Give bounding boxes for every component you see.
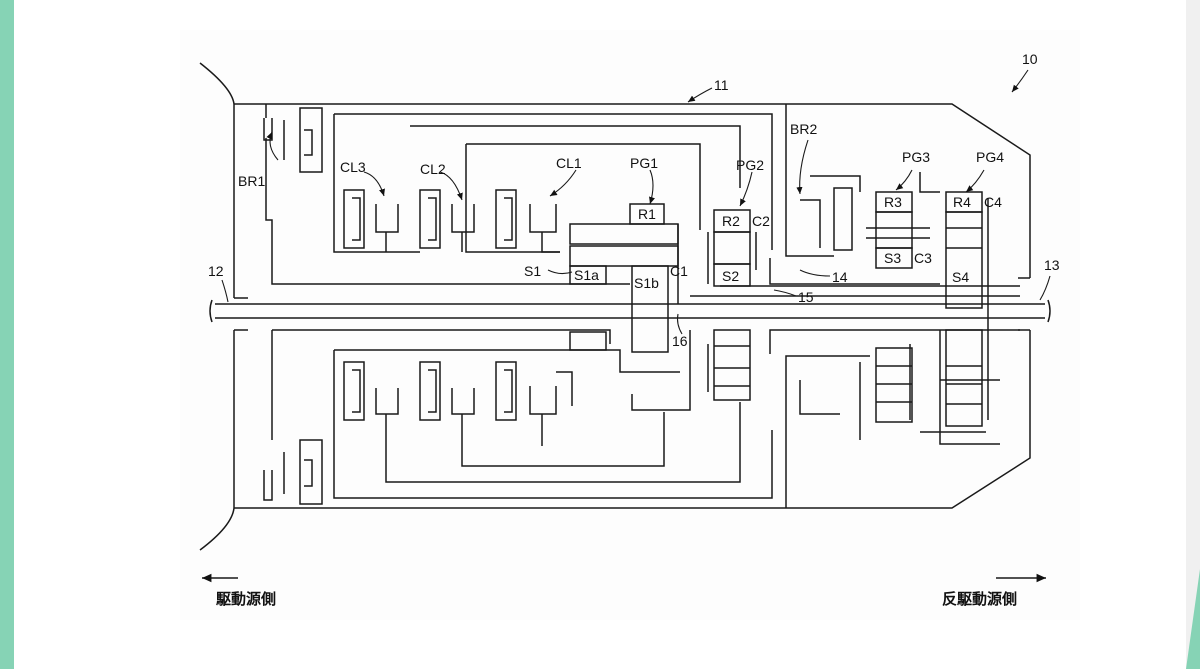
label-cl2: CL2 (420, 161, 446, 177)
label-c2: C2 (752, 213, 770, 229)
label-ref-15: 15 (798, 289, 814, 305)
direction-label-left: 駆動源側 (216, 590, 276, 608)
label-r1: R1 (638, 206, 656, 222)
label-pg2: PG2 (736, 157, 764, 173)
clutch-packs-lower (343, 361, 573, 421)
label-ref-12: 12 (208, 263, 224, 279)
brake-br1 (263, 107, 323, 505)
label-s1b: S1b (634, 275, 659, 291)
label-c4: C4 (984, 194, 1002, 210)
label-cl3: CL3 (340, 159, 366, 175)
planetary-gear-pg3 (800, 172, 940, 423)
right-scroll-gutter (1186, 0, 1200, 669)
planetary-gear-pg2 (707, 209, 757, 401)
label-ref-13: 13 (1044, 257, 1060, 273)
leader-arrows (221, 69, 1051, 335)
label-s1a: S1a (574, 267, 599, 283)
planetary-gear-pg4 (945, 191, 989, 427)
label-r2: R2 (722, 213, 740, 229)
label-ref-10: 10 (1022, 51, 1038, 67)
label-ref-11: 11 (714, 77, 729, 93)
label-pg3: PG3 (902, 149, 930, 165)
clutch-packs-upper (343, 189, 560, 253)
label-r4: R4 (953, 194, 971, 210)
upper-members (265, 104, 1020, 297)
label-cl1: CL1 (556, 155, 582, 171)
left-accent-band (0, 0, 14, 669)
label-r3: R3 (884, 194, 902, 210)
corner-accent (1186, 569, 1200, 669)
main-shaft (209, 299, 1051, 323)
label-ref-16: 16 (672, 333, 688, 349)
label-ref-14: 14 (832, 269, 848, 285)
patent-sheet (180, 30, 1080, 620)
lower-members (271, 329, 1020, 508)
label-pg4: PG4 (976, 149, 1004, 165)
label-br1: BR1 (238, 173, 265, 189)
planetary-gear-pg1 (569, 203, 691, 411)
label-c3: C3 (914, 250, 932, 266)
label-s3: S3 (884, 250, 901, 266)
label-c1: C1 (670, 263, 688, 279)
transmission-case (199, 62, 1031, 551)
label-br2: BR2 (790, 121, 817, 137)
direction-label-right: 反駆動源側 (942, 590, 1017, 608)
label-s4: S4 (952, 269, 969, 285)
label-pg1: PG1 (630, 155, 658, 171)
label-s1: S1 (524, 263, 541, 279)
label-s2: S2 (722, 268, 739, 284)
